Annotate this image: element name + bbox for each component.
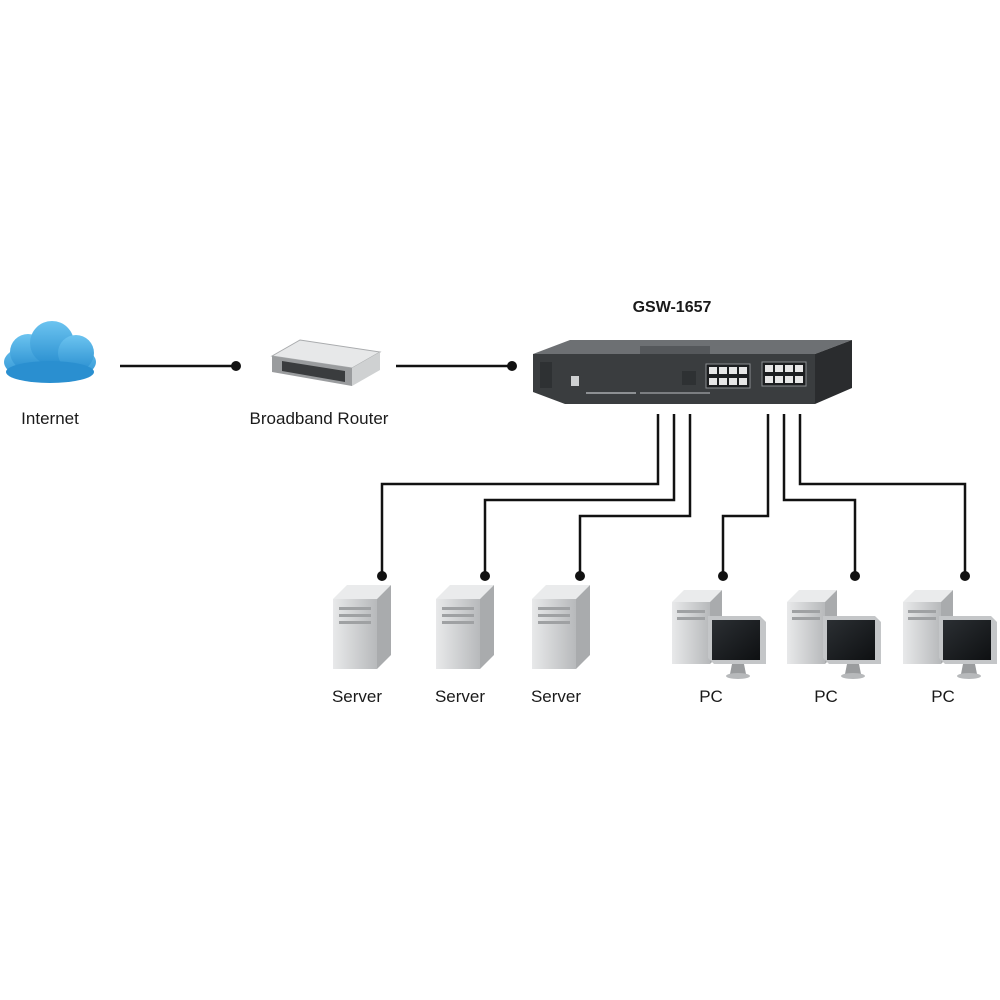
pc-label: PC [699,687,723,706]
switch-model-label: GSW-1657 [633,299,712,316]
pc-label: PC [931,687,955,706]
server-label: Server [435,687,485,706]
cloud-icon [4,321,96,383]
pc-label: PC [814,687,838,706]
pc-icon [787,590,881,679]
internet-label: Internet [21,409,79,428]
pc-icon [903,590,997,679]
router-icon [270,339,382,386]
server-icon [333,585,391,669]
switch-icon [533,340,852,404]
pc-icon [672,590,766,679]
server-label: Server [531,687,581,706]
switch-to-devices-links [377,414,970,581]
server-label: Server [332,687,382,706]
router-label: Broadband Router [250,409,389,428]
internet-router-link [120,361,241,371]
router-switch-link [396,361,517,371]
server-icon [436,585,494,669]
server-icon [532,585,590,669]
